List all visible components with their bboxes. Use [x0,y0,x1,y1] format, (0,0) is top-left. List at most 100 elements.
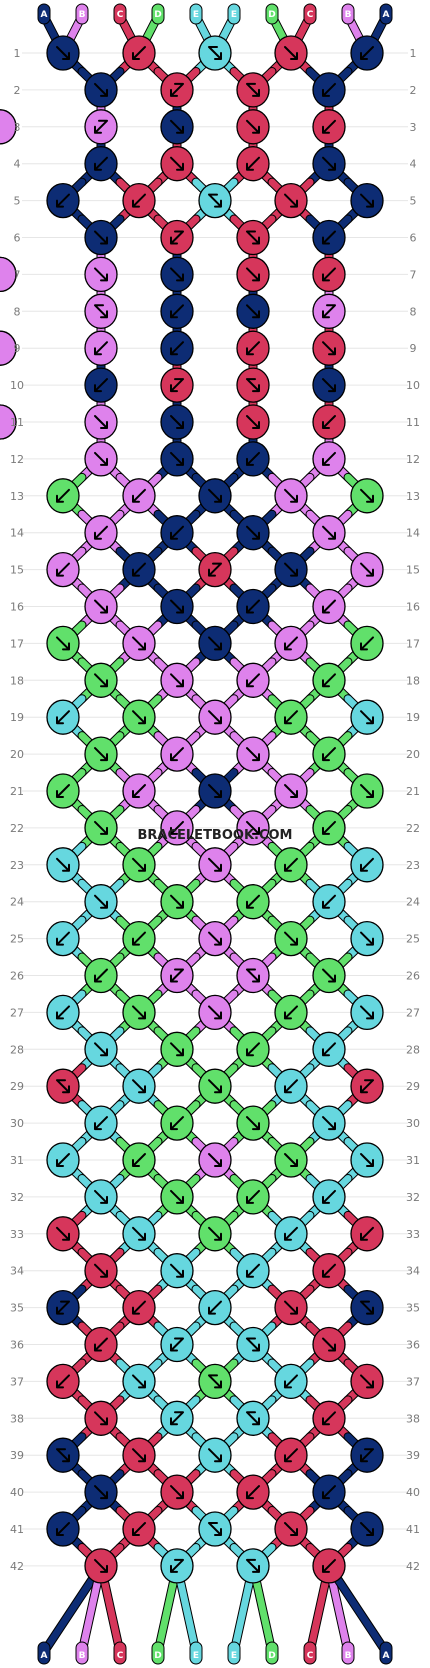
knot-arrow-icon [284,636,298,651]
knot-arrow-icon [56,1448,70,1463]
knot-arrow-icon [360,193,374,208]
knot-arrow-icon [322,894,336,909]
knot-arrow-icon [132,857,146,872]
knot-arrow-icon [322,378,336,393]
knot-arrow-icon [94,230,108,245]
bottom-strand-label: B [345,1651,352,1661]
knot [0,330,17,366]
bottom-strand-tab [303,1641,317,1665]
knot-arrow-icon [208,636,222,651]
row-number-right: 9 [410,342,417,355]
row-number-right: 16 [406,601,420,614]
top-strand-label: B [345,10,352,20]
knot-arrow-icon [56,931,70,946]
knot-arrow-icon [132,562,146,577]
row-number-left: 21 [10,785,24,798]
knot-arrow-icon [94,1263,108,1278]
knot-arrow-icon [246,1116,260,1131]
knot-arrow-icon [322,1337,336,1352]
top-strand-label: B [79,10,86,20]
row-number-right: 23 [406,859,420,872]
row-number-right: 6 [410,232,417,245]
row-number-left: 27 [10,1006,24,1019]
row-number-left: 20 [10,748,24,761]
knot-arrow-icon [132,1226,146,1241]
knot-arrow-icon [246,747,260,762]
knot-arrow-icon [322,341,336,356]
knot-arrow-icon [246,156,260,171]
row-number-left: 3 [14,121,21,134]
knot-arrow-icon [246,1558,260,1573]
row-number-left: 38 [10,1412,24,1425]
knot-arrow-icon [208,1079,222,1094]
bottom-strand-tab [227,1641,241,1665]
top-strand-label: A [41,10,48,20]
knot-arrow-icon [170,378,184,393]
top-strand-label: D [154,10,161,20]
knot-arrow-icon [94,1042,108,1057]
knot-arrow-icon [246,119,260,134]
knot-arrow-icon [94,378,108,393]
knot-arrow-icon [94,119,108,134]
row-number-left: 24 [10,896,24,909]
knot-arrow-icon [170,599,184,614]
row-number-right: 27 [406,1006,420,1019]
row-number-left: 4 [14,158,21,171]
knot-arrow-icon [132,710,146,725]
row-number-left: 32 [10,1191,24,1204]
row-number-left: 40 [10,1486,24,1499]
bottom-strand-tab [75,1641,89,1665]
bottom-strand-label: D [154,1651,161,1661]
knot-arrow-icon [170,894,184,909]
knot-arrow-icon [208,1226,222,1241]
knot-arrow-icon [284,857,298,872]
row-number-right: 14 [406,527,420,540]
knot-arrow-icon [284,710,298,725]
knot-arrow-icon [208,46,222,60]
knot-arrow-icon [132,193,146,208]
bottom-strand-tab [189,1641,203,1665]
knot-arrow-icon [284,46,298,60]
knot-arrow-icon [246,82,260,97]
row-number-left: 35 [10,1302,24,1315]
knot-arrow-icon [132,1300,146,1315]
row-number-right: 21 [406,785,420,798]
knot-arrow-icon [360,710,374,725]
row-number-left: 18 [10,674,24,687]
bottom-strand-label: A [383,1651,390,1661]
knot-arrow-icon [246,341,260,356]
knot-arrow-icon [170,82,184,97]
knot-arrow-icon [56,1079,70,1094]
knot-arrow-icon [360,1300,374,1315]
knot-arrow-icon [170,341,184,356]
knot-arrow-icon [170,119,184,134]
top-strand-tab [265,3,279,25]
knot-arrow-icon [94,1337,108,1352]
row-number-left: 34 [10,1265,24,1278]
knot-arrow-icon [284,1005,298,1020]
row-number-right: 35 [406,1302,420,1315]
knot-arrow-icon [132,1005,146,1020]
knot-arrow-icon [56,1005,70,1020]
row-number-left: 26 [10,970,24,983]
knot-arrow-icon [208,488,222,503]
knot-arrow-icon [170,820,184,835]
knot-arrow-icon [94,1116,108,1131]
knot-arrow-icon [56,1374,70,1389]
knot-arrow-icon [284,193,298,208]
bottom-strand-label: C [307,1651,314,1661]
knot-arrow-icon [322,82,336,97]
knot-arrow-icon [246,1263,260,1278]
knot-arrow-icon [94,673,108,688]
row-number-right: 38 [406,1412,420,1425]
row-number-left: 29 [10,1080,24,1093]
knot-arrow-icon [322,156,336,171]
knot-arrow-icon [132,46,146,60]
knot-arrow-icon [322,1189,336,1204]
row-number-left: 39 [10,1449,24,1462]
top-strand-tab [379,3,393,25]
knot-arrow-icon [284,931,298,946]
bottom-strand-tab [37,1641,51,1665]
knot-arrow-icon [284,1374,298,1389]
knot-arrow-icon [170,525,184,540]
